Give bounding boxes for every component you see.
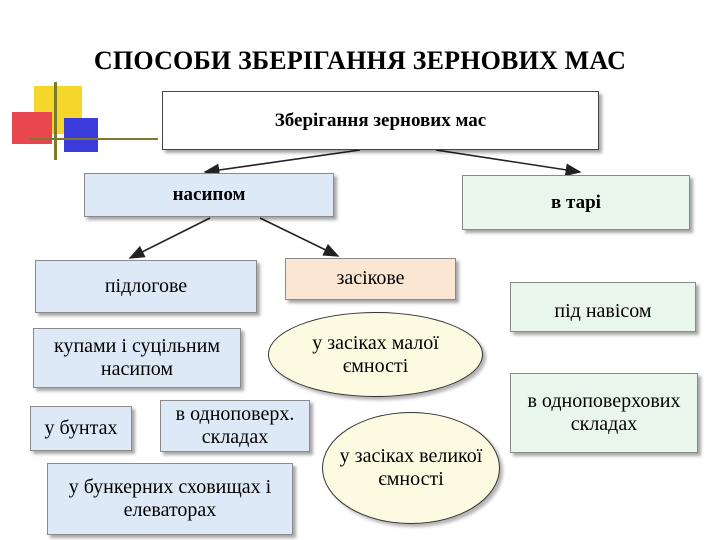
node-pidlogove-label: підлогове	[105, 275, 187, 298]
node-zasikove-label: засікове	[336, 267, 404, 290]
oval-zasiky-velyki: у засіках великої ємності	[322, 412, 500, 524]
node-nasypom: насипом	[84, 173, 334, 217]
node-u-bunkernykh: у бункерних сховищах і елеваторах	[47, 463, 293, 535]
node-root-label: Зберігання зернових мас	[275, 110, 486, 132]
node-u-buntakh-label: у бунтах	[45, 417, 118, 440]
arrow-root-to-nasypom	[205, 150, 360, 172]
oval-zasiky-velyki-label: у засіках великої ємності	[327, 445, 495, 491]
node-u-bunkernykh-label: у бункерних сховищах і елеваторах	[54, 476, 286, 522]
node-u-buntakh: у бунтах	[30, 406, 132, 451]
node-zasikove: засікове	[285, 258, 456, 300]
node-v-odnopoverkhovykh-label: в одноповерхових складах	[515, 390, 693, 436]
arrow-nasypom-to-pidlogove	[130, 218, 210, 258]
node-v-odnopoverkhovykh: в одноповерхових складах	[510, 373, 698, 453]
node-v-odnopoverkh: в одноповерх. складах	[160, 400, 310, 452]
oval-zasiky-mali: у засіках малої ємності	[268, 312, 483, 397]
node-v-tari: в тарі	[462, 175, 690, 230]
node-nasypom-label: насипом	[173, 184, 246, 206]
arrow-nasypom-to-zasikove	[260, 218, 338, 256]
node-kupamy: купами і суцільним насипом	[33, 328, 241, 388]
arrow-root-to-v-tari	[436, 150, 580, 172]
node-v-tari-label: в тарі	[551, 192, 601, 214]
node-pid-navisom-label: під навісом	[554, 300, 651, 323]
node-kupamy-label: купами і суцільним насипом	[34, 335, 240, 381]
node-pidlogove: підлогове	[35, 260, 257, 313]
node-pid-navisom: під навісом	[510, 282, 696, 332]
node-v-odnopoverkh-label: в одноповерх. складах	[161, 403, 309, 449]
node-root: Зберігання зернових мас	[162, 91, 599, 150]
oval-zasiky-mali-label: у засіках малої ємності	[295, 332, 456, 378]
